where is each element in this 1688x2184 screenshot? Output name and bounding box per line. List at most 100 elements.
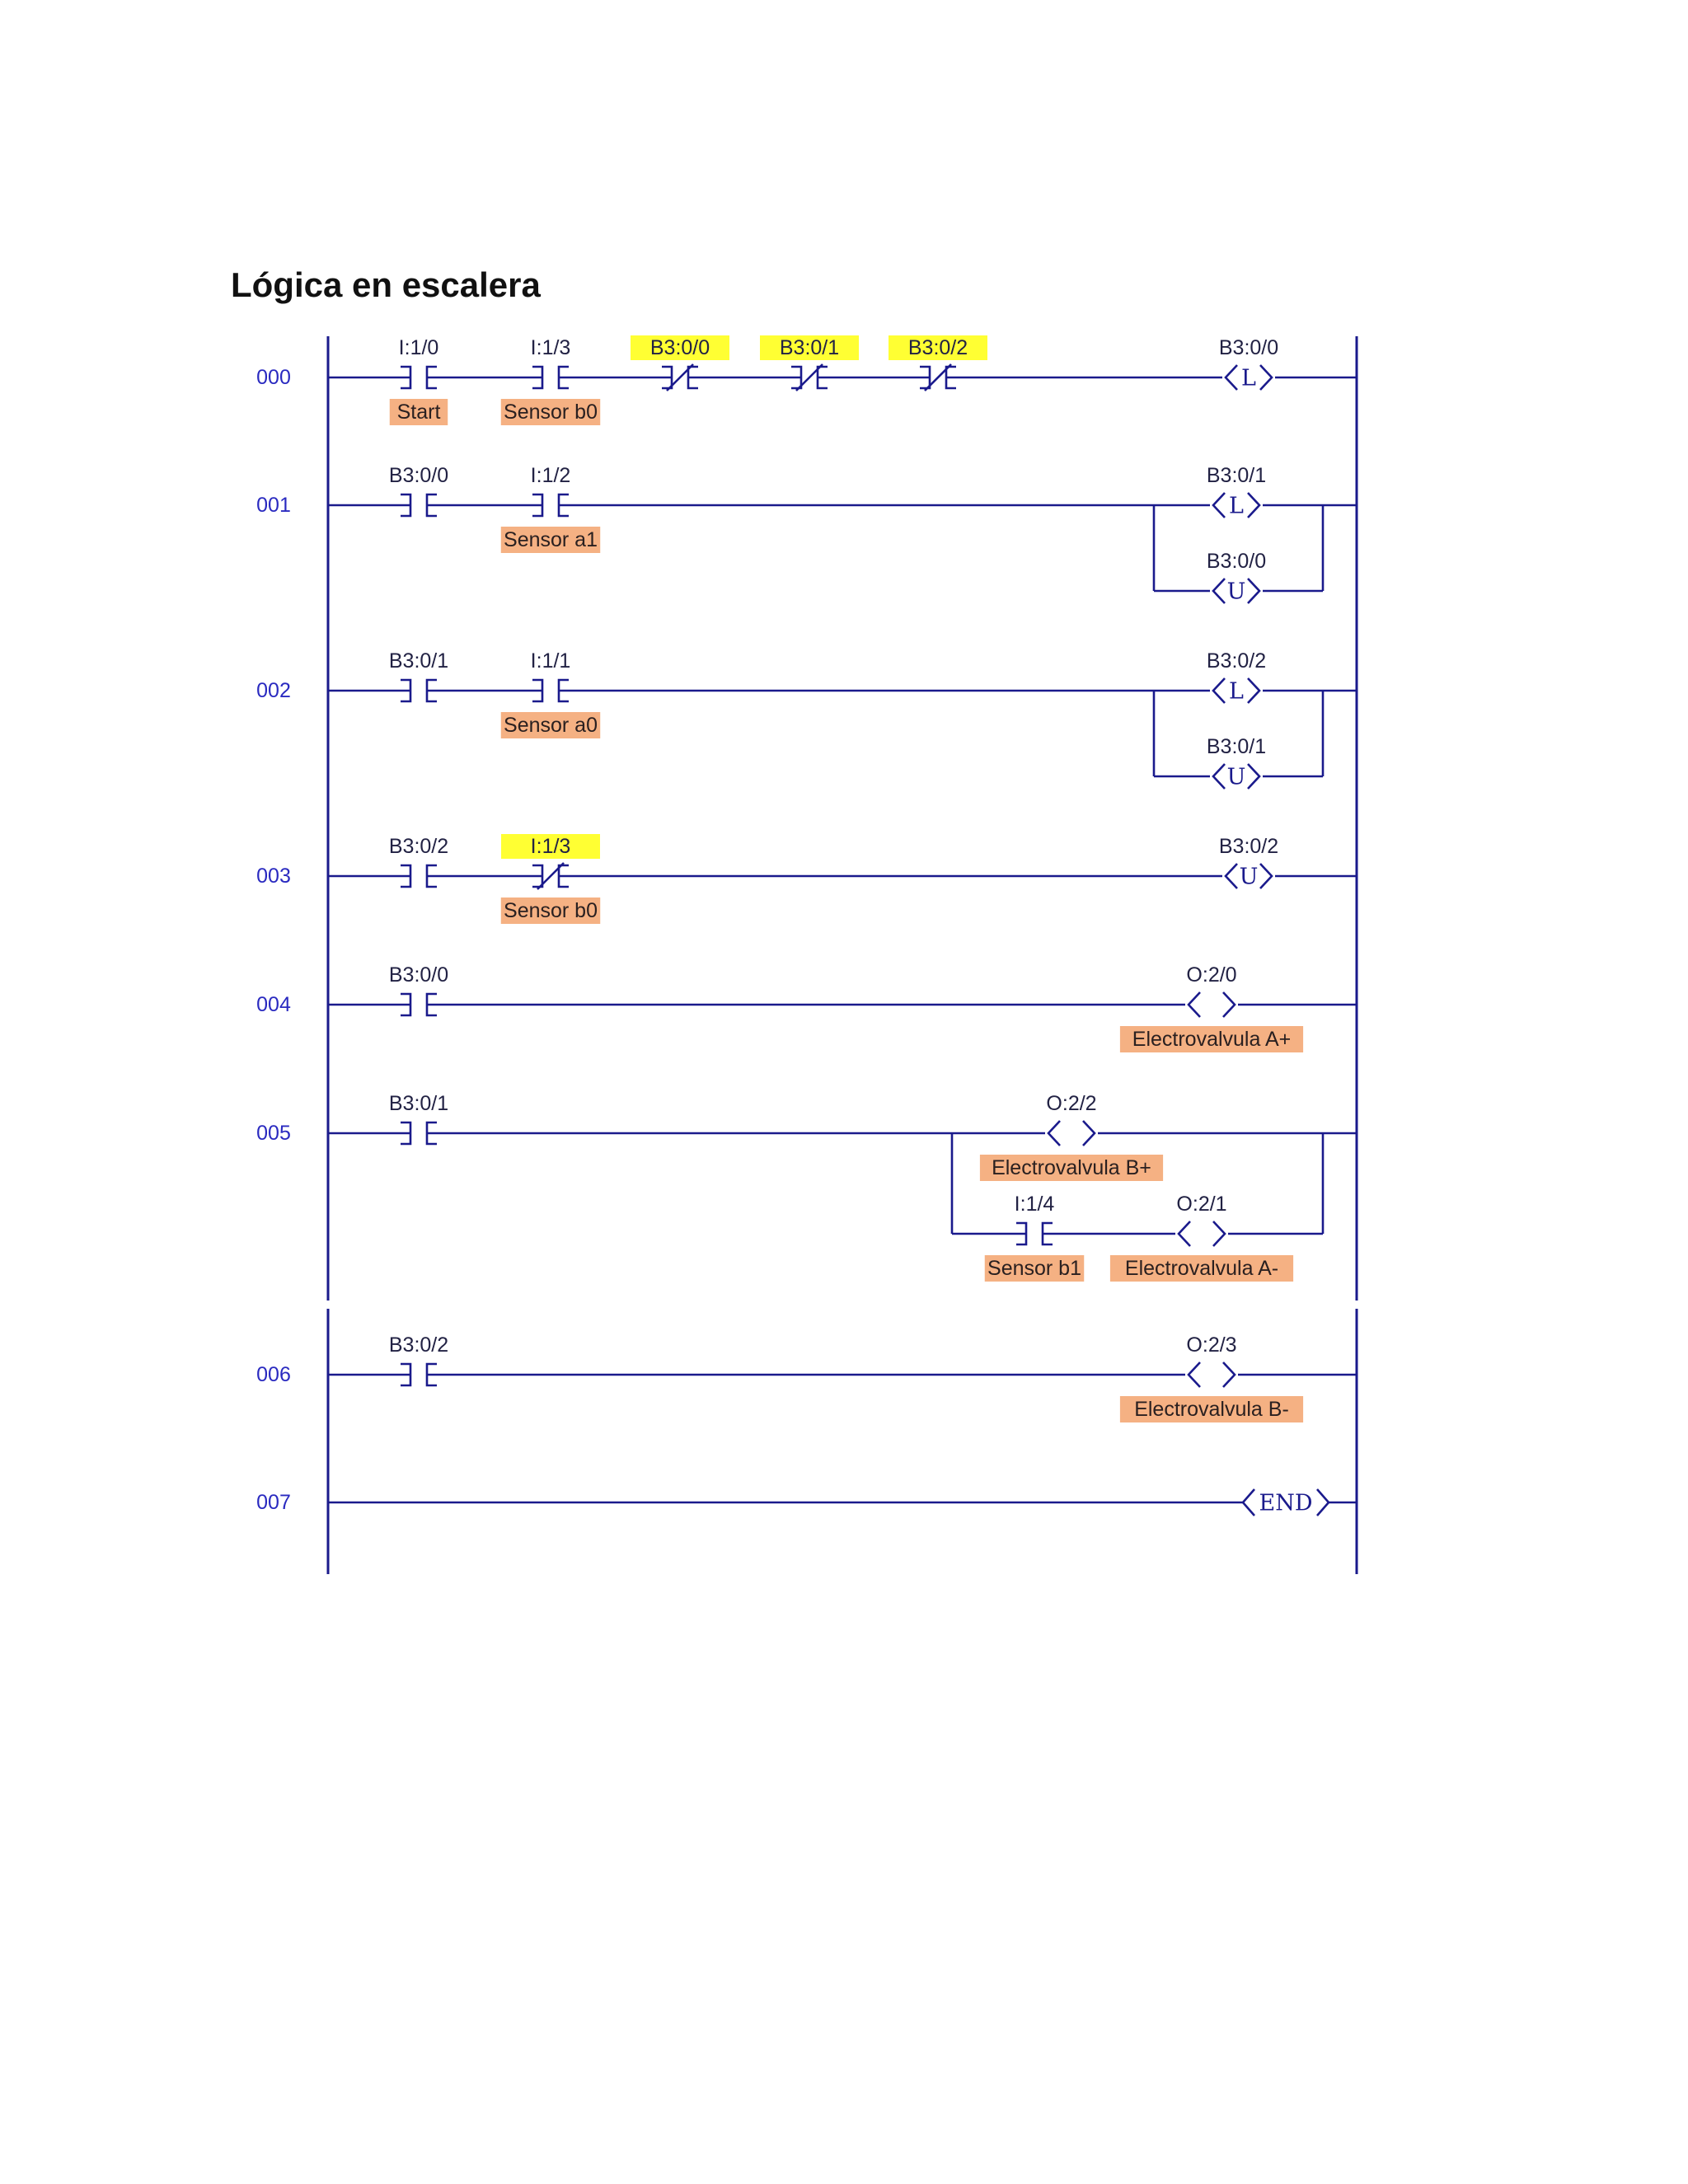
contact-right-bracket: [425, 1121, 445, 1146]
contact-tag: Sensor b1: [987, 1257, 1081, 1280]
rung-number: 006: [256, 1363, 291, 1386]
tag-label-box: [984, 1255, 1085, 1282]
contact-right-bracket: [425, 1362, 445, 1387]
coil-left-paren: [1224, 863, 1238, 889]
end-label: END: [1259, 1491, 1313, 1516]
contact-left-bracket: [524, 864, 544, 888]
coil-address: O:2/1: [1176, 1193, 1226, 1216]
normally-closed-contact: B3:0/1: [760, 335, 859, 391]
tag-label-box: [1119, 1026, 1304, 1052]
latch-coil: LB3:0/1: [1207, 464, 1266, 519]
rung-number: 005: [256, 1122, 291, 1145]
coil-right-paren: [1222, 991, 1236, 1018]
end-right-paren: [1316, 1488, 1330, 1516]
normally-closed-contact: B3:0/0: [631, 335, 729, 391]
contact-address: I:1/2: [531, 464, 571, 487]
tag-label-box: [500, 898, 601, 924]
tag-label-box: [500, 712, 601, 738]
contact-right-bracket: [425, 493, 445, 518]
unlatch-coil: U B3:0/2: [1219, 835, 1278, 890]
contact-address: I:1/3: [531, 336, 571, 359]
coil-left-paren: [1187, 991, 1201, 1018]
coil-address: O:2/0: [1186, 963, 1236, 987]
address-highlight: [889, 335, 987, 360]
coil-letter: U: [1227, 579, 1246, 605]
tag-label-box: [1119, 1396, 1304, 1422]
coil-address: B3:0/2: [1219, 835, 1278, 858]
tag-label-box: [1109, 1255, 1294, 1282]
coil-right-paren: [1082, 1120, 1096, 1146]
contact-address: I:1/0: [399, 336, 439, 359]
tag-label-box: [389, 399, 448, 425]
contact-left-bracket: [783, 365, 803, 390]
coil-letter: L: [1241, 366, 1256, 391]
coil-right-paren: [1247, 763, 1261, 790]
tag-label-box: [979, 1155, 1164, 1181]
coil-left-paren: [1047, 1120, 1061, 1146]
address-highlight: [760, 335, 859, 360]
contact-left-bracket: [392, 992, 412, 1017]
contact-address: I:1/3: [531, 835, 571, 858]
contact-slash: [795, 363, 823, 391]
contact-address: B3:0/0: [389, 963, 448, 987]
unlatch-coil: U B3:0/0: [1207, 550, 1266, 605]
tag-label-box: [500, 527, 601, 553]
coil-left-paren: [1177, 1221, 1191, 1247]
coil-address: O:2/3: [1186, 1333, 1236, 1357]
page-title: Lógica en escalera: [231, 265, 541, 304]
rung-number: 000: [256, 366, 291, 389]
contact-address: I:1/1: [531, 649, 571, 673]
contact-right-bracket: [425, 365, 445, 390]
contact-address: B3:0/0: [650, 336, 710, 359]
contact-left-bracket: [524, 678, 544, 703]
rung-number: 002: [256, 679, 291, 702]
contact-address: B3:0/2: [908, 336, 968, 359]
coil-address: B3:0/1: [1207, 735, 1266, 758]
coil-right-paren: [1259, 364, 1273, 391]
rung-number: 001: [256, 494, 291, 517]
end-instruction: END: [328, 1488, 1357, 1516]
coil-letter: U: [1227, 765, 1246, 790]
contact-left-bracket: [392, 678, 412, 703]
coil-tag: Electrovalvula B-: [1134, 1398, 1289, 1421]
contact-right-bracket: [557, 864, 577, 888]
contact-slash: [924, 363, 952, 391]
coil-left-paren: [1187, 1361, 1201, 1388]
coil-address: B3:0/0: [1207, 550, 1266, 573]
coil-tag: Electrovalvula A-: [1125, 1257, 1278, 1280]
address-highlight: [631, 335, 729, 360]
coil-right-paren: [1247, 677, 1261, 704]
contact-right-bracket: [687, 365, 706, 390]
contact-address: I:1/4: [1015, 1193, 1055, 1216]
latch-coil: LB3:0/0: [1219, 336, 1278, 391]
coil-right-paren: [1259, 863, 1273, 889]
contact-tag: Sensor b0: [504, 899, 598, 922]
end-left-paren: [1241, 1488, 1255, 1516]
contact-left-bracket: [392, 493, 412, 518]
rung-number: 007: [256, 1491, 291, 1514]
contact-address: B3:0/0: [389, 464, 448, 487]
coil-letter: L: [1229, 679, 1244, 705]
contact-right-bracket: [557, 493, 577, 518]
coil-address: O:2/2: [1046, 1092, 1096, 1115]
coil-letter: U: [1240, 865, 1259, 890]
contact-address: B3:0/1: [389, 1092, 448, 1115]
rung-number: 003: [256, 865, 291, 888]
contact-right-bracket: [425, 992, 445, 1017]
coil-tag: Electrovalvula A+: [1132, 1028, 1291, 1051]
coil-left-paren: [1224, 364, 1238, 391]
address-highlight: [501, 834, 600, 859]
contact-left-bracket: [392, 1362, 412, 1387]
normally-open-contact: B3:0/0: [389, 963, 448, 1017]
contact-tag: Start: [397, 401, 441, 424]
normally-closed-contact: B3:0/2: [889, 335, 987, 391]
contact-right-bracket: [425, 864, 445, 888]
unlatch-coil: U B3:0/1: [1207, 735, 1266, 790]
